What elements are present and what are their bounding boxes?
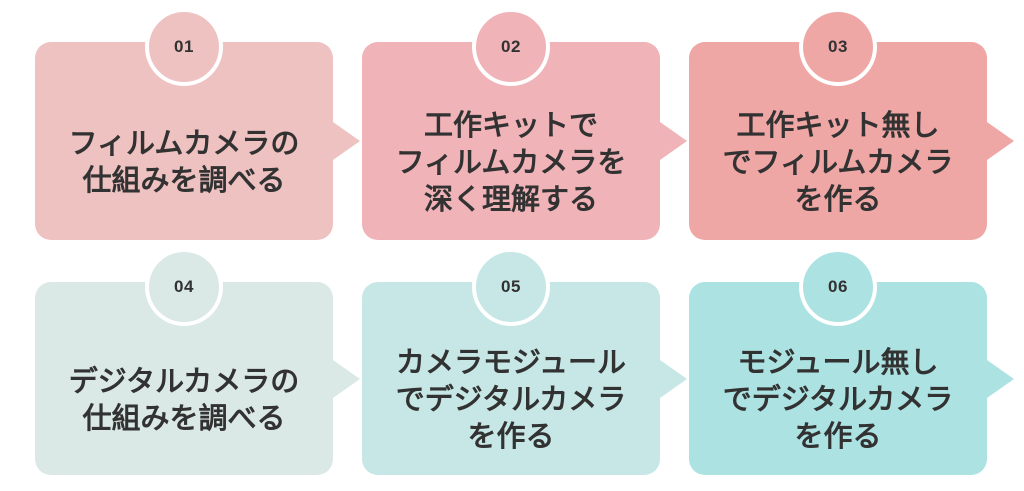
step-number-badge: 01 (145, 8, 223, 86)
step-label: フィルムカメラの 仕組みを調べる (68, 128, 300, 197)
step-card-05: 05 カメラモジュール でデジタルカメラ を作る (362, 248, 687, 475)
step-card-03: 03 工作キット無し でフィルムカメラ を作る (689, 8, 1014, 240)
arrow-right-icon (660, 359, 687, 398)
step-label: 工作キット無し でフィルムカメラ を作る (722, 109, 954, 216)
arrow-right-icon (333, 122, 360, 160)
step-number: 01 (174, 37, 194, 56)
arrow-right-icon (333, 359, 360, 398)
step-card-06: 06 モジュール無し でデジタルカメラ を作る (689, 248, 1014, 475)
step-number-badge: 03 (799, 8, 877, 86)
step-number: 02 (501, 37, 521, 56)
arrow-right-icon (660, 122, 687, 160)
step-card-01: 01 フィルムカメラの 仕組みを調べる (35, 8, 360, 240)
step-number-badge: 02 (472, 8, 550, 86)
step-label: デジタルカメラの 仕組みを調べる (68, 365, 300, 435)
step-label: モジュール無し でデジタルカメラ を作る (722, 347, 954, 453)
step-card-02: 02 工作キットで フィルムカメラを 深く理解する (362, 8, 687, 240)
step-number-badge: 06 (799, 248, 877, 326)
step-number: 03 (828, 37, 848, 56)
step-number: 04 (174, 277, 194, 296)
step-label: 工作キットで フィルムカメラを 深く理解する (395, 109, 627, 216)
step-number-badge: 05 (472, 248, 550, 326)
step-number: 05 (501, 277, 521, 296)
step-number-badge: 04 (145, 248, 223, 326)
arrow-right-icon (987, 359, 1014, 398)
step-label: カメラモジュール でデジタルカメラ を作る (395, 347, 627, 453)
step-card-04: 04 デジタルカメラの 仕組みを調べる (35, 248, 360, 475)
arrow-right-icon (987, 122, 1014, 160)
step-number: 06 (828, 277, 848, 296)
